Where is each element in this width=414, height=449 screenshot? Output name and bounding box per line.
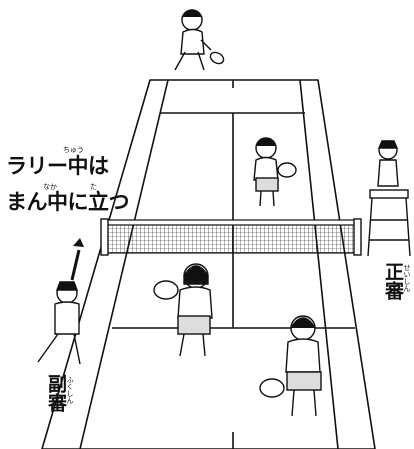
player-near-right	[259, 315, 322, 417]
tennis-racket-icon	[153, 280, 179, 300]
player-near-left	[153, 263, 213, 357]
umpire-chair-icon	[367, 189, 411, 257]
left-singles-sideline	[79, 79, 169, 449]
up-arrow-icon	[70, 238, 84, 281]
caption-ruby-naka: なか	[43, 183, 57, 191]
tennis-racket-icon	[209, 51, 225, 65]
tennis-racket-icon	[259, 378, 285, 398]
chief-umpire-ruby: せいしん	[403, 264, 411, 292]
caption-ruby-ta: た	[90, 183, 97, 191]
chief-umpire-label: 正審	[382, 262, 404, 300]
tennis-racket-icon	[277, 162, 297, 178]
caption-line-2: まん中に立つ	[6, 190, 130, 214]
sub-umpire	[37, 281, 81, 365]
tennis-net	[100, 218, 362, 256]
caption-line-1: ラリー中は	[6, 154, 109, 178]
player-far-baseline	[174, 9, 225, 71]
net-post-right	[353, 218, 362, 256]
right-singles-sideline	[299, 79, 339, 449]
caption-ruby-chuu: ちゅう	[63, 146, 84, 154]
court-outline	[41, 79, 376, 449]
net-post-left	[100, 218, 109, 256]
sub-umpire-label: 副審	[45, 374, 67, 412]
player-far-court	[253, 137, 297, 207]
sub-umpire-ruby: ふくしん	[66, 376, 74, 404]
chief-umpire	[367, 140, 411, 257]
